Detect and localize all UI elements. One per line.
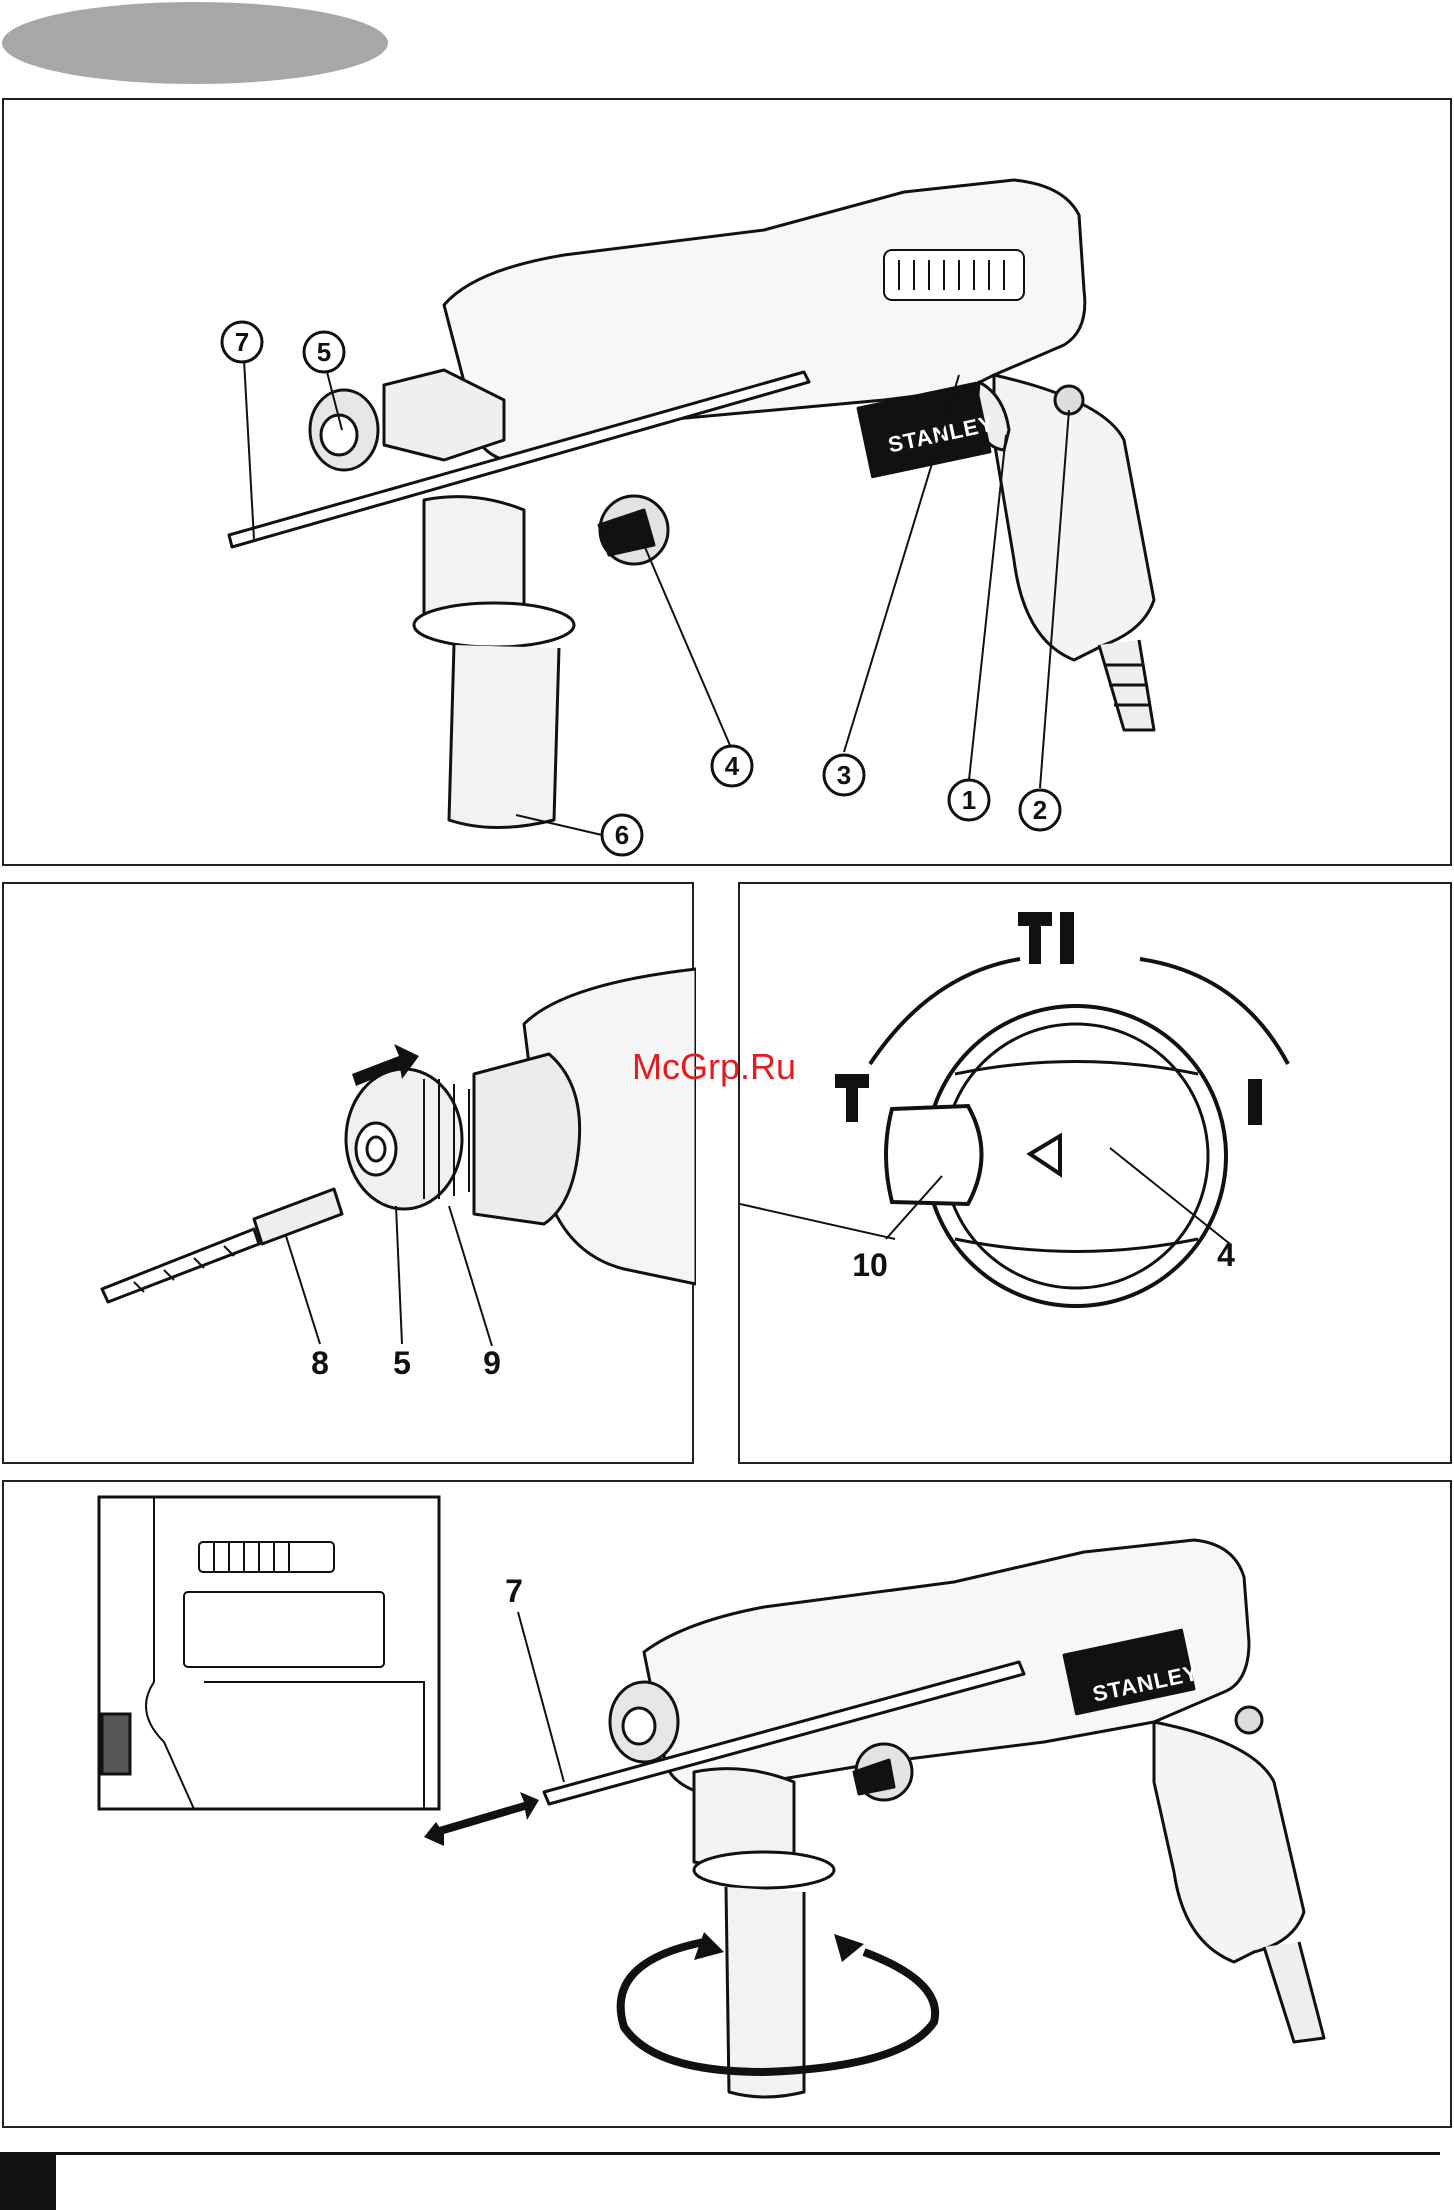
page-footer-rule [56, 2152, 1440, 2155]
figure-overview: STANLEY 7 5 4 3 1 2 6 [2, 98, 1452, 866]
drill-overview-illustration: STANLEY 7 5 4 3 1 2 6 [4, 100, 1454, 868]
side-handle-illustration: STANLEY 7 [4, 1482, 1454, 2130]
callout-7: 7 [235, 327, 249, 357]
label-4: 4 [1217, 1237, 1235, 1273]
callout-3: 3 [837, 760, 851, 790]
figure-side-handle: STANLEY 7 [2, 1480, 1452, 2128]
callout-5: 5 [317, 337, 331, 367]
watermark: McGrp.Ru [632, 1046, 796, 1088]
page-footer-block [0, 2152, 56, 2210]
figure-bit-insertion: 8 5 9 [2, 882, 694, 1464]
mode-selector-illustration: 10 4 [740, 884, 1454, 1466]
figure-mode-selector: 10 4 [738, 882, 1452, 1464]
callout-1: 1 [962, 785, 976, 815]
label-8: 8 [311, 1345, 329, 1381]
label-7: 7 [505, 1573, 523, 1609]
callout-6: 6 [615, 820, 629, 850]
bit-insertion-illustration: 8 5 9 [4, 884, 696, 1466]
label-5: 5 [393, 1345, 411, 1381]
label-9: 9 [483, 1345, 501, 1381]
callout-2: 2 [1033, 795, 1047, 825]
callout-4: 4 [725, 751, 740, 781]
label-10: 10 [852, 1247, 888, 1283]
section-tab [2, 2, 388, 84]
